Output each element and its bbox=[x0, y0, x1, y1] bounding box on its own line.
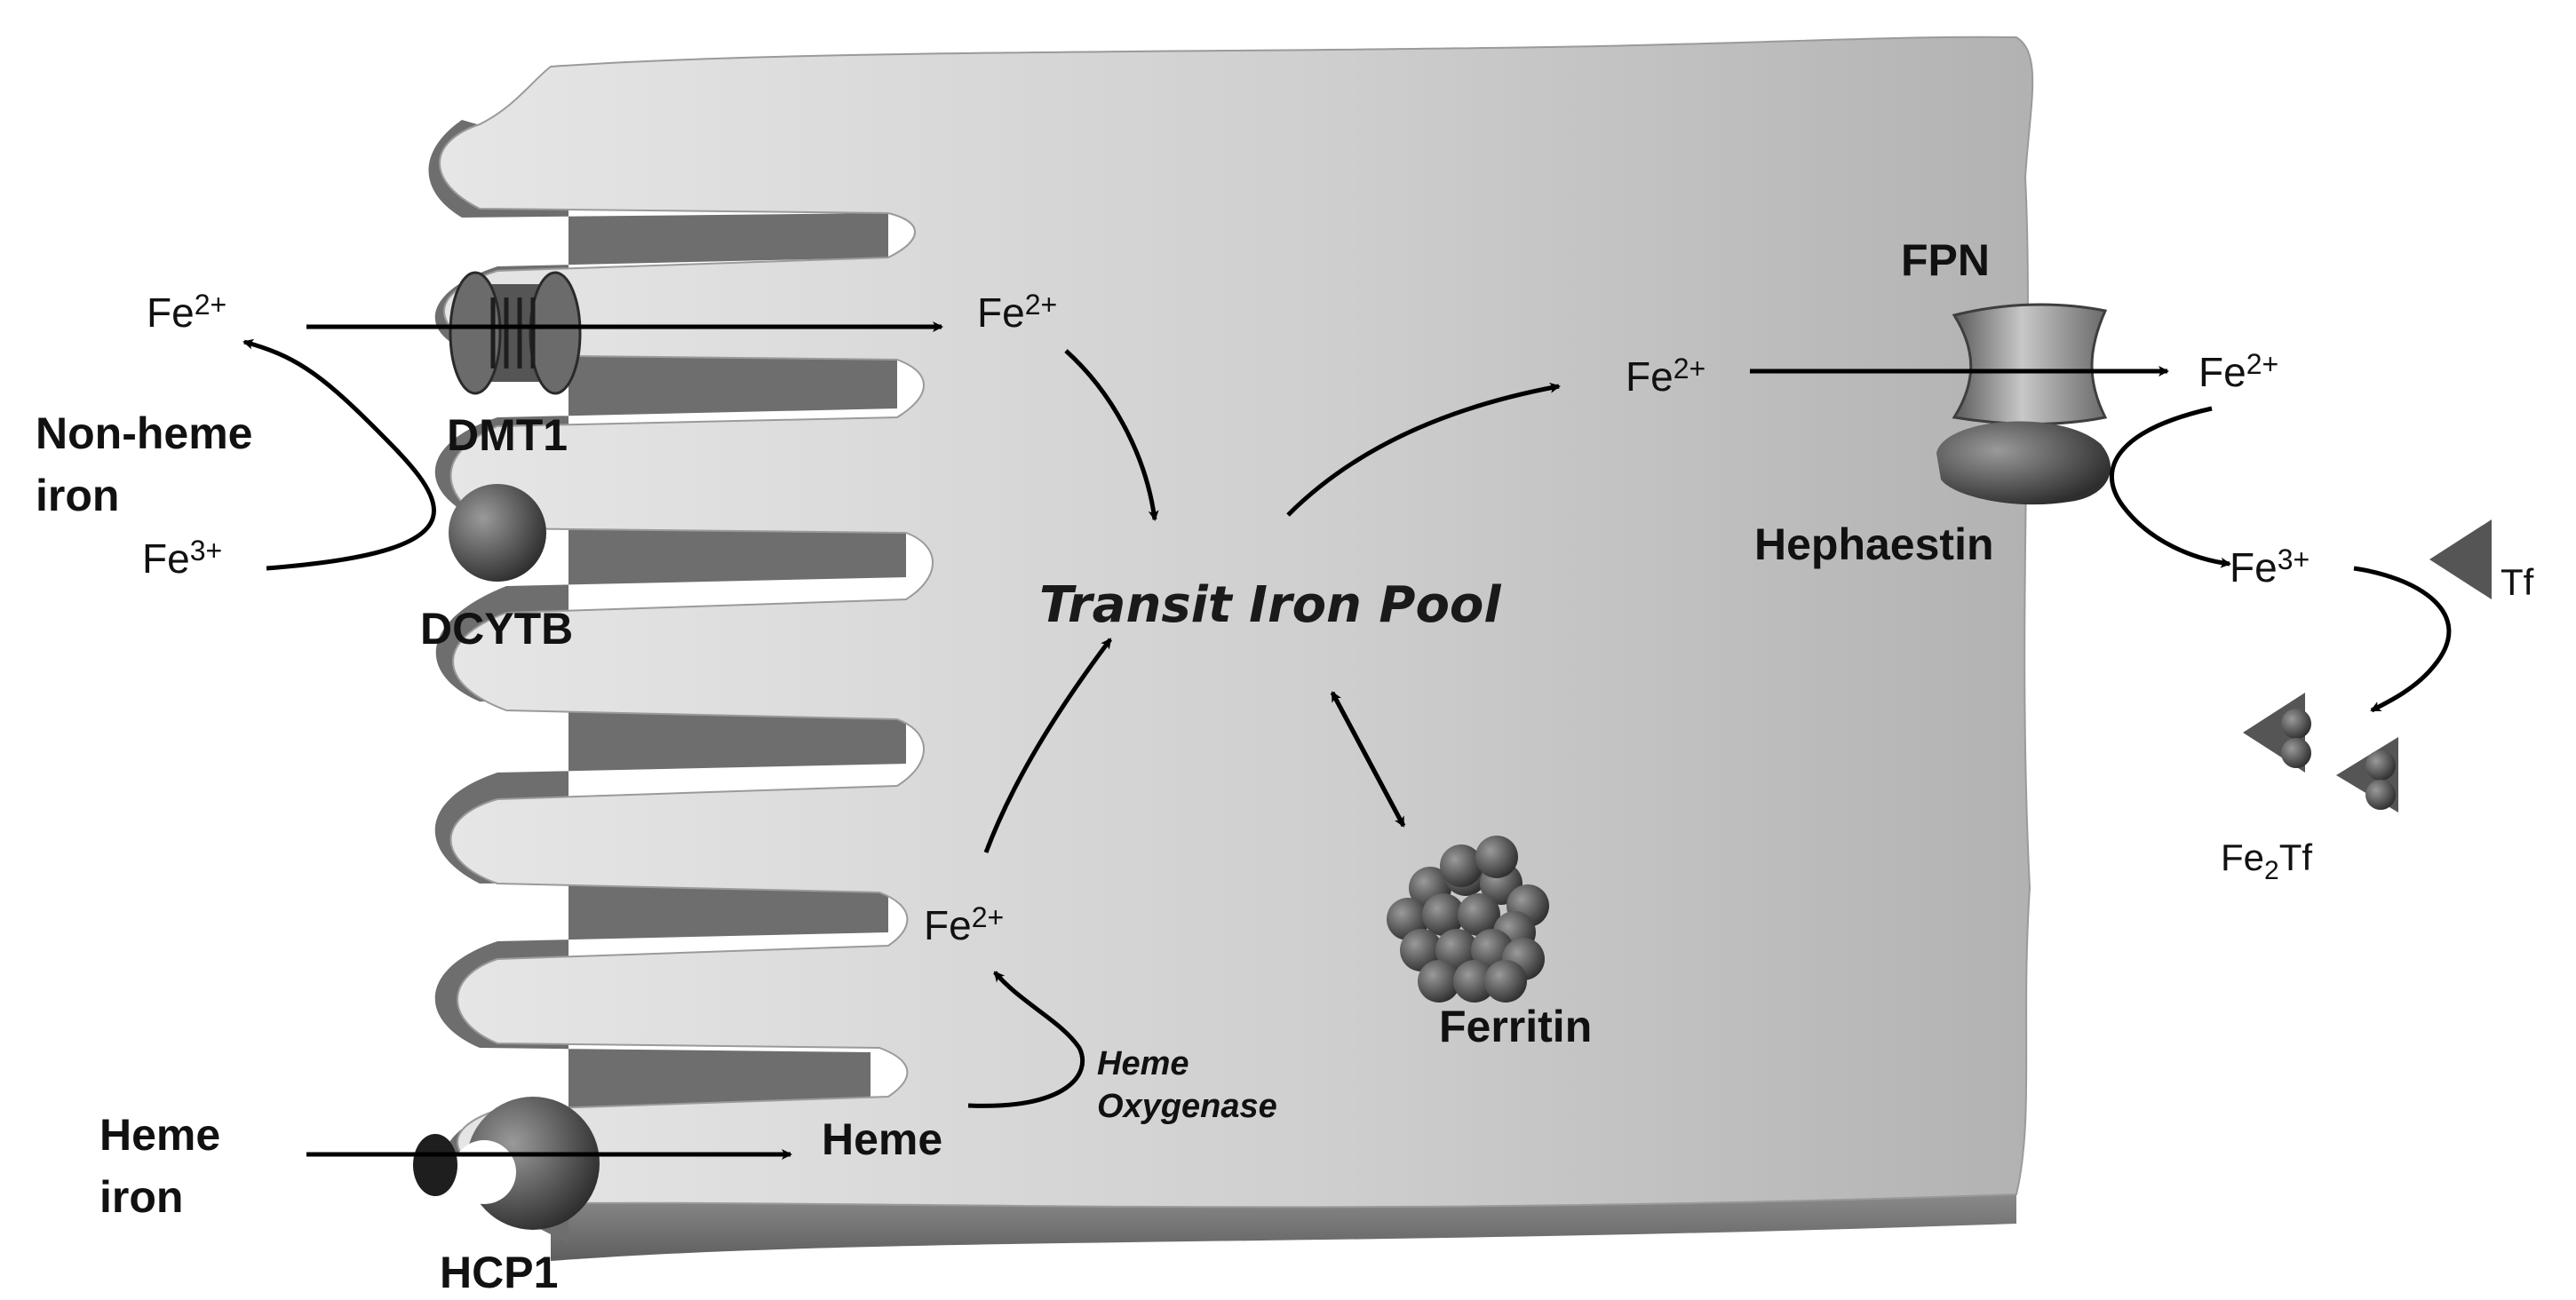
hephaestin-protein bbox=[1936, 422, 2111, 505]
svg-text:Fe2+: Fe2+ bbox=[147, 289, 227, 336]
diferric-transferrin-2 bbox=[2336, 737, 2398, 812]
ferritin-subunit bbox=[1475, 836, 1518, 878]
label-hephaestin: Hephaestin bbox=[1754, 519, 1994, 569]
label-hcp1: HCP1 bbox=[440, 1248, 558, 1297]
label-ferritin: Ferritin bbox=[1439, 1002, 1592, 1051]
label-transit-iron-pool: Transit Iron Pool bbox=[1039, 576, 1501, 634]
arrow-fe3-to-tf bbox=[2354, 568, 2449, 710]
heme-molecule bbox=[413, 1134, 457, 1196]
label-fe3-outside: Fe3+ bbox=[2230, 543, 2310, 591]
hcp1-transporter bbox=[413, 1097, 600, 1230]
label-heme-iron: Heme iron bbox=[99, 1110, 220, 1222]
label-fe3-left: Fe3+ bbox=[142, 535, 222, 582]
label-fe2-outside: Fe2+ bbox=[2198, 348, 2278, 395]
ferritin-subunit bbox=[1440, 844, 1483, 887]
svg-text:Fe3+: Fe3+ bbox=[142, 535, 222, 582]
enterocyte-cell bbox=[429, 37, 2033, 1261]
svg-text:Fe2+: Fe2+ bbox=[2198, 348, 2278, 395]
svg-text:iron: iron bbox=[36, 471, 119, 520]
label-dmt1: DMT1 bbox=[447, 410, 568, 460]
diferric-transferrin-1 bbox=[2243, 693, 2311, 773]
svg-text:Non-heme: Non-heme bbox=[36, 408, 252, 458]
label-fe2-left: Fe2+ bbox=[147, 289, 227, 336]
apo-transferrin bbox=[2429, 519, 2492, 599]
arrow-fe2-to-fe3 bbox=[2111, 408, 2230, 564]
svg-text:iron: iron bbox=[99, 1172, 183, 1222]
dcytb-protein bbox=[449, 484, 546, 582]
label-fe2tf: Fe2Tf bbox=[2221, 836, 2312, 885]
label-fpn: FPN bbox=[1901, 235, 1990, 285]
svg-text:Heme: Heme bbox=[1097, 1045, 1189, 1082]
label-non-heme-iron: Non-heme iron bbox=[36, 408, 252, 520]
svg-text:Oxygenase: Oxygenase bbox=[1097, 1088, 1277, 1125]
label-dcytb: DCYTB bbox=[420, 604, 573, 654]
svg-text:Heme: Heme bbox=[99, 1110, 220, 1160]
label-heme: Heme bbox=[822, 1114, 942, 1164]
arrow-fe3-to-fe2 bbox=[244, 342, 434, 568]
fpn-transporter bbox=[1954, 305, 2105, 424]
dmt1-transporter bbox=[450, 273, 580, 393]
svg-text:Fe2Tf: Fe2Tf bbox=[2221, 836, 2312, 885]
label-tf: Tf bbox=[2500, 561, 2534, 603]
ferritin-subunit bbox=[1484, 960, 1527, 1003]
svg-text:Fe3+: Fe3+ bbox=[2230, 543, 2310, 591]
